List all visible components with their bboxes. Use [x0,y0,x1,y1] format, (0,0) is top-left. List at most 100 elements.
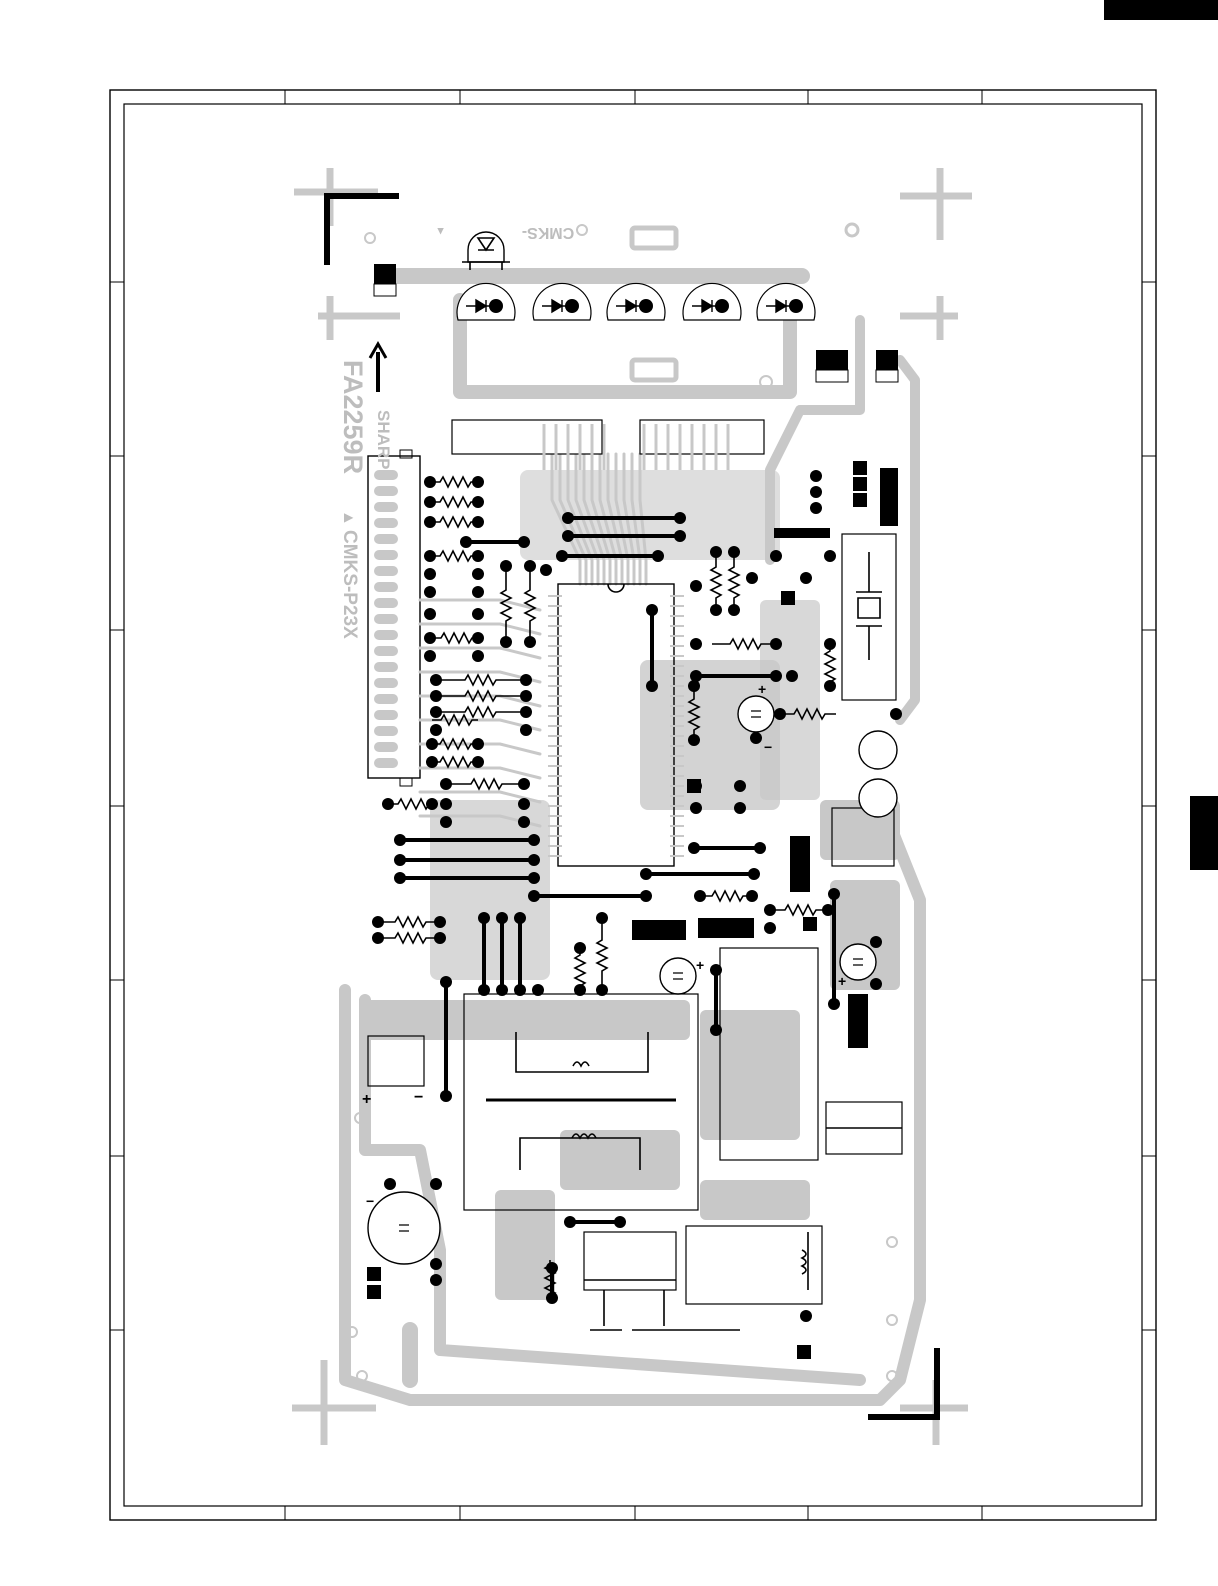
solder-pad [424,608,436,620]
solder-pad [690,670,702,682]
solder-pad [688,842,700,854]
resistor [430,517,478,527]
connector-pad [374,726,398,736]
minus-mark-2: − [366,1193,374,1209]
solder-pad [764,922,776,934]
connector-pad [374,662,398,672]
solder-pad [528,872,540,884]
capacitor-outline [660,958,696,994]
plus-mark-1: + [362,1091,371,1108]
solder-pad [770,670,782,682]
solder-pad [520,706,532,718]
solder-pad [440,1090,452,1102]
solder-pad [514,912,526,924]
silk-model-code: CMKS-P23X [339,530,360,639]
solder-pad [524,636,536,648]
solder-pad [574,984,586,996]
square-pad [367,1285,381,1299]
minus-mark-4: − [764,739,772,755]
oscillator-module [842,534,896,700]
solder-pad [810,502,822,514]
solder-pad [496,984,508,996]
resistor [430,551,478,561]
connector-trace [420,768,540,778]
solder-pad [528,890,540,902]
connector-pad [374,758,398,768]
solder-pad [764,904,776,916]
solder-pad [426,738,438,750]
solder-pad [728,604,740,616]
resistor [729,552,739,610]
solder-pad [518,778,530,790]
resistor [597,918,607,990]
solder-pad [430,690,442,702]
solder-pad [472,586,484,598]
solder-pad [426,756,438,768]
solder-pad [394,854,406,866]
plus-mark-5: + [838,973,846,989]
solder-pad [800,572,812,584]
connector-pad [374,710,398,720]
connector-pad [374,534,398,544]
solder-pad [640,890,652,902]
solder-pad [748,868,760,880]
square-pad [781,591,795,605]
resistor [575,948,585,990]
solder-pad [424,568,436,580]
connector-pad [374,518,398,528]
silk-part-code: FA2259R [338,360,368,474]
resistor [446,779,524,789]
solder-pad [430,1274,442,1286]
solder-pad [652,550,664,562]
component-bar [698,918,754,938]
solder-pad [472,650,484,662]
solder-pad [472,756,484,768]
solder-pad [472,516,484,528]
solder-pad [394,834,406,846]
solder-pad [556,550,568,562]
solder-pad [384,1178,396,1190]
component-bar [880,468,898,526]
capacitor-outline [738,696,774,732]
solder-pad [614,1216,626,1228]
silk-top-code: CMKS- [522,224,574,241]
square-pad [853,493,867,507]
square-pad [797,1345,811,1359]
solder-pad [440,798,452,810]
solder-pad [424,550,436,562]
solder-pad [774,708,786,720]
connector-pad [374,614,398,624]
solder-pad [688,734,700,746]
diode-pad [789,299,803,313]
connector-pad [374,742,398,752]
solder-pad [754,842,766,854]
component-bar [632,920,686,940]
solder-pad [750,732,762,744]
solder-pad [424,516,436,528]
resistor [430,497,478,507]
solder-pad [770,638,782,650]
solder-pad [430,1178,442,1190]
solder-pad [674,512,686,524]
solder-pad [710,964,722,976]
connector-pad [374,646,398,656]
solder-pad [728,546,740,558]
solder-pad [496,912,508,924]
led-component [462,232,510,270]
minus-mark-1: − [414,1089,423,1106]
solder-pad [870,936,882,948]
solder-pad [564,1216,576,1228]
solder-pad [424,496,436,508]
solder-pad [424,476,436,488]
solder-pad [828,998,840,1010]
plus-mark-4: + [758,681,766,697]
solder-pad [646,680,658,692]
solder-pad [574,942,586,954]
connector-pad [374,582,398,592]
solder-pad [520,724,532,736]
solder-pad [460,536,472,548]
connector-pad [374,598,398,608]
solder-pad [562,512,574,524]
solder-pad [472,632,484,644]
solder-pad [734,780,746,792]
